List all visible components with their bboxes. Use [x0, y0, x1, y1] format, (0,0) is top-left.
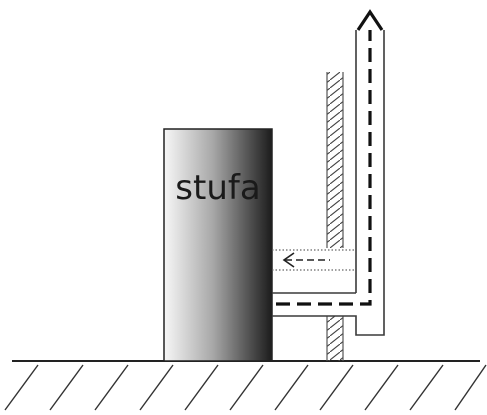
wall-hatch-lower — [327, 316, 343, 361]
left-arrow-icon — [282, 252, 330, 268]
up-arrow-icon — [356, 9, 384, 31]
stove-body — [163, 128, 273, 362]
flue-pipe — [272, 30, 385, 336]
air-inlet-duct — [272, 249, 356, 271]
ground — [4, 360, 487, 411]
stove-label: stufa — [175, 168, 260, 208]
wall — [326, 72, 344, 361]
smoke-path — [276, 30, 372, 306]
stove: stufa — [163, 128, 273, 362]
wall-hatch-upper — [327, 72, 343, 248]
ground-hatching — [4, 364, 487, 411]
